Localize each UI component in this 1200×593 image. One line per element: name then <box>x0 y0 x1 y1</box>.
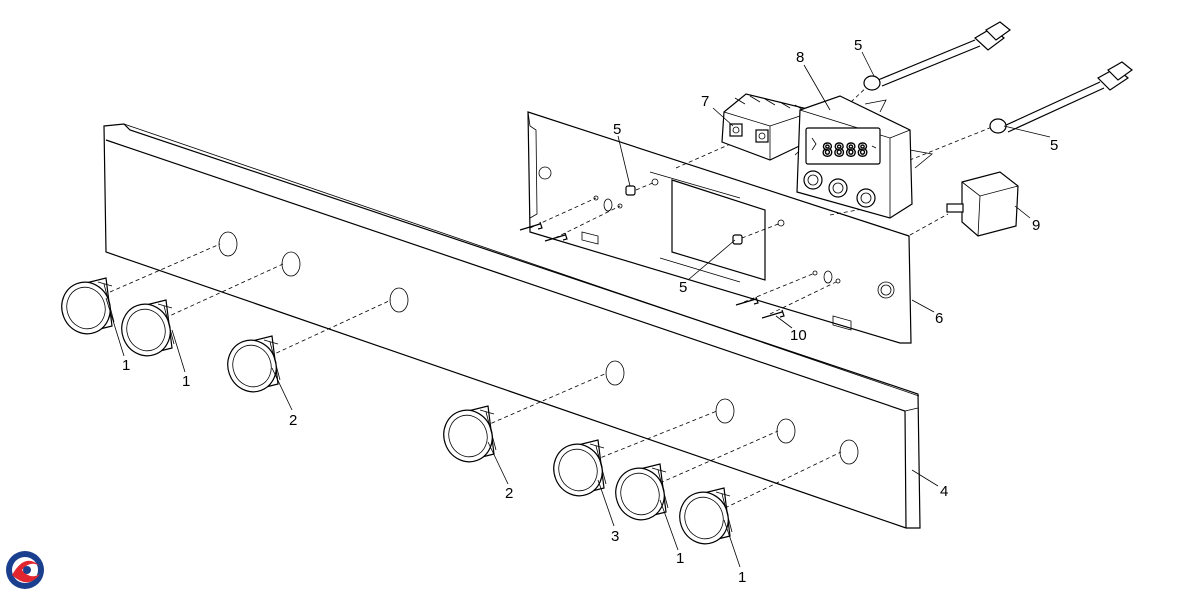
timer-clock-module: 8888 <box>796 95 933 219</box>
callout-5-d: 5 <box>679 279 687 296</box>
callout-1-b: 1 <box>182 373 190 390</box>
control-knob <box>679 487 733 545</box>
callout-1-a: 1 <box>122 357 130 374</box>
grommets <box>625 185 743 245</box>
rocker-switch <box>946 171 1019 237</box>
callout-5-c: 5 <box>613 121 621 138</box>
wire-harness-lower <box>989 61 1133 134</box>
timer-display-digits: 8888 <box>822 140 868 161</box>
callout-10: 10 <box>790 327 807 344</box>
leader-lines <box>105 51 1051 568</box>
control-knob <box>443 405 497 463</box>
brand-logo <box>6 551 44 589</box>
knob-group <box>61 277 733 545</box>
callout-4: 4 <box>940 483 948 500</box>
callout-2-b: 2 <box>505 485 513 502</box>
callout-1-d: 1 <box>738 569 746 586</box>
screws <box>519 221 785 319</box>
callout-5-b: 5 <box>1050 137 1058 154</box>
callout-8: 8 <box>796 49 804 66</box>
wire-harness-upper <box>863 21 1011 91</box>
control-knob <box>615 463 669 521</box>
alignment-lines <box>109 83 998 509</box>
callout-3: 3 <box>611 528 619 545</box>
callout-labels: 1 1 2 2 3 1 1 4 6 10 9 7 8 5 5 5 5 <box>122 37 1058 586</box>
callout-6: 6 <box>935 310 943 327</box>
control-knob <box>227 335 281 393</box>
control-knob <box>121 299 175 357</box>
knob-fascia-panel <box>103 123 921 529</box>
callout-1-c: 1 <box>676 550 684 567</box>
callout-7: 7 <box>701 93 709 110</box>
callout-9: 9 <box>1032 217 1040 234</box>
control-knob <box>61 277 115 335</box>
callout-2-a: 2 <box>289 412 297 429</box>
callout-5-a: 5 <box>854 37 862 54</box>
control-knob <box>553 439 607 497</box>
